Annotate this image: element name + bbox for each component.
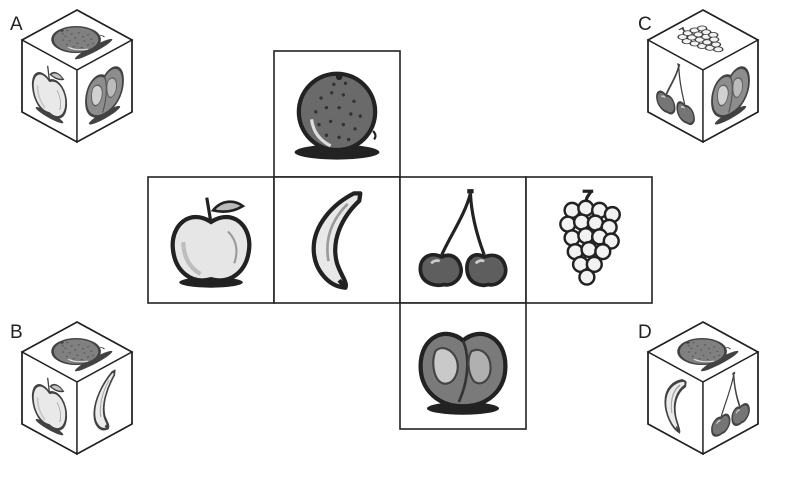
net-face-banana xyxy=(274,177,400,303)
option-label-a: A xyxy=(10,14,23,35)
net-face-grapes xyxy=(526,177,652,303)
cube-net xyxy=(148,51,652,429)
net-face-cherries xyxy=(400,177,526,303)
net-face-apple xyxy=(148,177,274,303)
option-cube-b[interactable] xyxy=(22,322,132,454)
option-label-c: C xyxy=(638,14,652,35)
option-label-b: B xyxy=(10,322,23,343)
net-face-peach xyxy=(400,303,526,429)
net-face-orange xyxy=(274,51,400,177)
option-cube-d[interactable] xyxy=(648,322,758,454)
option-cube-c[interactable] xyxy=(648,10,758,142)
option-label-d: D xyxy=(638,322,652,343)
option-cube-a[interactable] xyxy=(22,10,132,142)
